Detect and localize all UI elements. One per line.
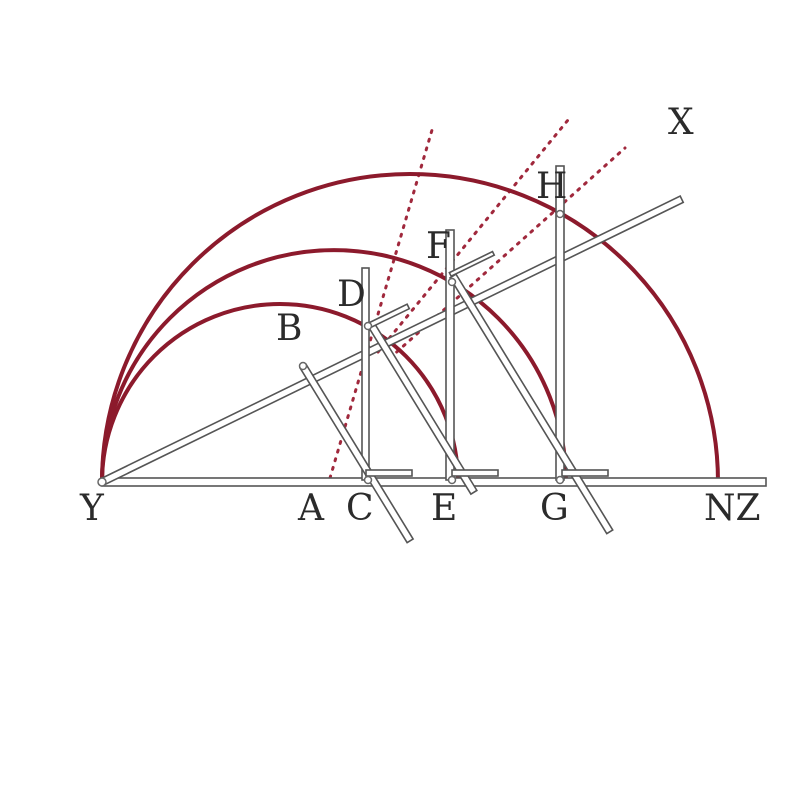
label-c: C xyxy=(346,488,374,529)
dotted-line-2 xyxy=(376,118,570,354)
slide-g xyxy=(561,469,609,477)
label-nz: NZ xyxy=(704,488,761,529)
label-x: X xyxy=(668,102,694,143)
short-rail xyxy=(368,303,411,329)
slide-e xyxy=(451,469,499,477)
label-d: D xyxy=(337,274,366,315)
base-rod xyxy=(101,477,767,487)
diagonal-rod xyxy=(99,195,685,487)
label-y: Y xyxy=(79,488,105,529)
large-arc xyxy=(100,172,720,484)
label-h: H xyxy=(536,166,567,207)
hinges xyxy=(97,209,565,487)
slanted-rod-f-g xyxy=(448,273,614,535)
label-a: A xyxy=(297,488,325,529)
label-e: E xyxy=(431,488,457,529)
slanted-rod-d-e xyxy=(367,323,478,496)
label-g: G xyxy=(540,488,569,529)
middle-arc xyxy=(100,248,568,484)
slide-c xyxy=(365,469,413,477)
label-b: B xyxy=(276,308,302,349)
point-labels: X H F D B Y A C E G NZ xyxy=(79,102,761,529)
short-rail-f xyxy=(448,250,496,278)
small-arc xyxy=(100,302,460,484)
semicircle-arcs xyxy=(100,172,720,484)
dotted-line-1 xyxy=(328,128,434,480)
label-f: F xyxy=(426,226,451,267)
